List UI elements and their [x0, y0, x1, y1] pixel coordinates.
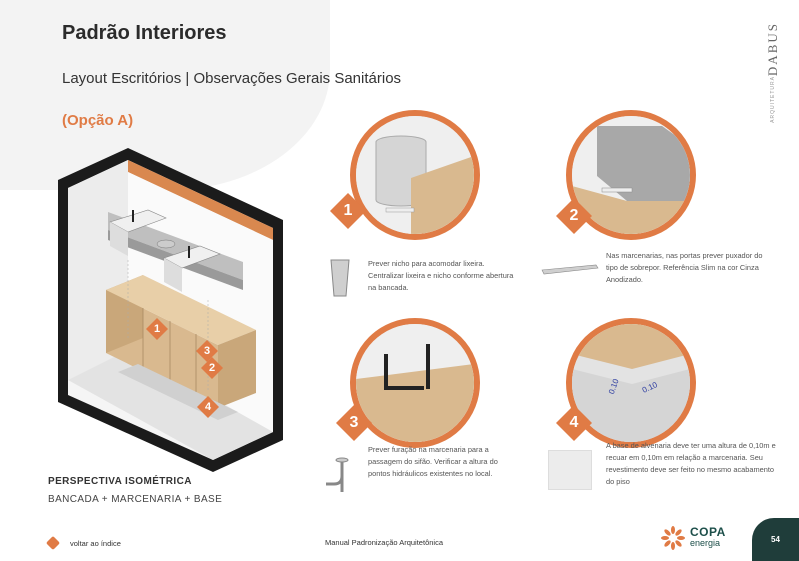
- detail-circle-2: [566, 110, 696, 240]
- page-title: Padrão Interiores: [62, 22, 227, 44]
- copa-flower-logo-icon: [661, 526, 685, 550]
- detail-circle-3: [350, 318, 480, 448]
- detail-circle-1: [350, 110, 480, 240]
- detail-note-3: Prever furação na marcenaria para a pass…: [368, 445, 498, 478]
- isometric-illustration: [58, 148, 283, 472]
- footer-manual-title: Manual Padronização Arquitetônica: [325, 538, 443, 547]
- iso-label-4: 4: [197, 396, 219, 418]
- back-to-index-link[interactable]: voltar ao índice: [45, 535, 121, 551]
- page-subtitle: Layout Escritórios | Observações Gerais …: [62, 70, 402, 87]
- back-to-index-label: voltar ao índice: [70, 538, 121, 548]
- arrow-diamond-icon: [45, 535, 61, 551]
- copa-logo: COPA energia: [660, 525, 726, 551]
- caption-title: PERSPECTIVA ISOMÉTRICA: [48, 476, 192, 487]
- trash-bin-icon: [330, 259, 350, 297]
- page-number: 54: [752, 518, 799, 561]
- iso-label-3: 3: [196, 340, 218, 362]
- detail-note-4: A base de alvenaria deve ter uma altura …: [606, 441, 776, 486]
- iso-label-2: 2: [201, 357, 223, 379]
- detail-note-2: Nas marcenarias, nas portas prever puxad…: [606, 251, 763, 284]
- handle-profile-icon: [541, 264, 599, 275]
- copa-brand-top: COPA: [690, 525, 726, 539]
- detail-note-1: Prever nicho para acomodar lixeira. Cent…: [368, 259, 514, 292]
- brand-sub: ARQUITETURA: [770, 76, 776, 123]
- brand-name: DABUS: [765, 22, 780, 77]
- option-label: (Opção A): [62, 112, 134, 129]
- iso-label-1: 1: [146, 318, 168, 340]
- side-brand: DABUS ARQUITETURA: [761, 16, 785, 123]
- siphon-icon: [326, 457, 349, 492]
- copa-brand-bottom: energia: [690, 538, 721, 548]
- floor-tile-swatch: [548, 450, 592, 490]
- background-shape: [0, 0, 330, 190]
- caption-subtitle: BANCADA + MARCENARIA + BASE: [48, 494, 223, 505]
